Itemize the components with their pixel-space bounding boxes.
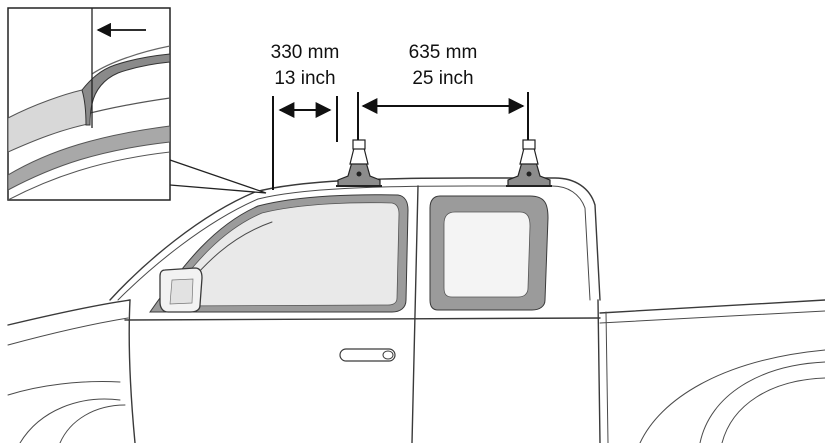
rear-rack-foot-tower [519, 147, 539, 165]
rear-wheel-arch [699, 361, 825, 443]
truck-roof-inner-line [117, 185, 591, 301]
front-door-front-edge [128, 299, 136, 443]
truck-bed-rail [599, 299, 825, 314]
inset-roof-band [8, 125, 170, 191]
side-mirror-glass [169, 278, 194, 305]
truck-roof-outline [109, 177, 601, 301]
door-handle-lock [382, 350, 394, 360]
rear-rack-foot-cap [522, 139, 536, 150]
rear-rack-foot-bolt [526, 171, 532, 177]
truck-hood-line [7, 299, 131, 326]
front-fender-line [7, 381, 121, 396]
front-wheel-arch [19, 398, 121, 443]
inset-callout-pointer [169, 159, 267, 194]
inset-lower-curve [8, 151, 170, 200]
front-rack-foot-tower [349, 147, 369, 165]
front-gap-imperial-label: 13 inch [274, 68, 335, 89]
truck-hood-line-lower [7, 317, 129, 346]
detail-inset [7, 7, 267, 201]
bar-spacing-metric-label: 635 mm [409, 42, 478, 63]
door-handle [339, 348, 396, 362]
truck-illustration [7, 177, 825, 443]
rear-window-glass [443, 211, 531, 298]
front-rack-foot [336, 139, 382, 187]
rear-wheel-arch-inner [721, 377, 825, 443]
truck-belt-line [124, 317, 601, 321]
front-gap-metric-label: 330 mm [271, 42, 340, 63]
rear-door-rear-edge [597, 299, 601, 443]
front-rack-foot-cap [352, 139, 366, 150]
dimension-annotations: 330 mm 13 inch 635 mm 25 inch [271, 42, 529, 190]
bar-spacing-imperial-label: 25 inch [412, 68, 473, 89]
front-window-glass [161, 202, 400, 307]
bed-front-edge [605, 311, 609, 443]
rear-fender-curve [639, 349, 825, 443]
rear-rack-foot [506, 139, 552, 187]
truck-bed-rail-lower [599, 310, 825, 324]
inset-foot-edge [81, 53, 170, 126]
inset-upper-curve [91, 45, 170, 75]
door-seam [411, 185, 419, 443]
front-rack-foot-bolt [356, 171, 362, 177]
front-lower-body-line [59, 404, 126, 443]
